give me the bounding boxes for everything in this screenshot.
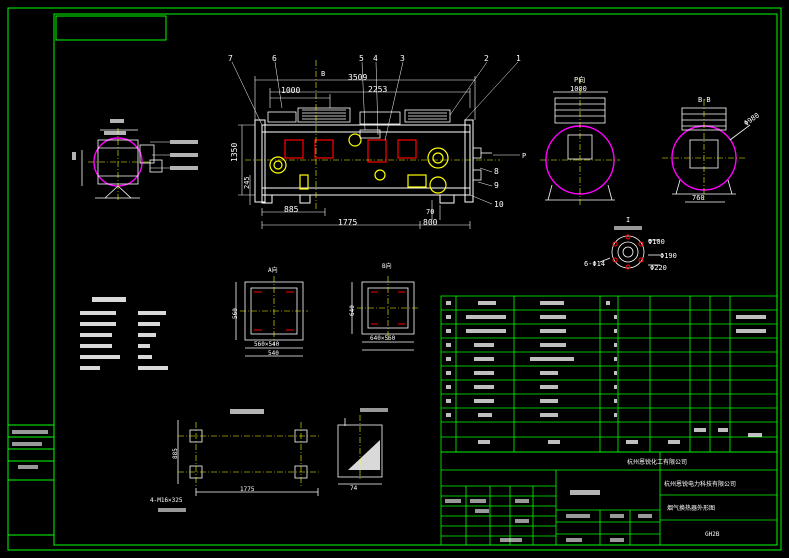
front-view-top-label: B	[321, 70, 325, 78]
callout-4: 4	[373, 54, 378, 63]
left-side-view	[72, 119, 198, 200]
dim-left-length: 1000	[281, 86, 300, 95]
bottom-view: 74	[337, 408, 388, 492]
dim-overall-length: 3509	[348, 73, 367, 82]
flange-d2: Φ190	[660, 252, 677, 260]
parts-list-cells	[446, 301, 766, 444]
left-strip-labels	[12, 430, 48, 469]
layout-plan-side-dim: 885	[172, 448, 179, 459]
section-a-dim-2: 560	[232, 308, 239, 319]
dim-mid-length: 2253	[368, 85, 387, 94]
front-view: 3509 2253 1000 245 885 1775 800 70 B P 1…	[228, 54, 526, 229]
callout-1: 1	[516, 54, 521, 63]
b-view-diameter: Φ980	[743, 111, 761, 127]
layout-plan: 1775 885 4-M16×325	[150, 409, 320, 512]
callout-6: 6	[272, 54, 277, 63]
section-views: A向 B向 540 560 560×540 640 640×560	[232, 262, 420, 357]
callout-7: 7	[228, 54, 233, 63]
parts-list	[440, 295, 778, 453]
b-view-base: 760	[692, 194, 705, 202]
p-view-title: P向	[574, 75, 585, 84]
callout-8: 8	[494, 167, 499, 176]
side-view-b: B-B Φ980 760	[662, 96, 761, 203]
dim-leg-span-left: 885	[284, 205, 299, 214]
p-view-width: 1000	[570, 85, 587, 93]
product-name: 烟气换热器外形图	[667, 504, 715, 512]
layout-plan-bolts: 4-M16×325	[150, 497, 183, 504]
dim-right-small: 70	[426, 208, 434, 216]
section-a-dim-3: 560×540	[254, 341, 280, 348]
dim-base-length: 1775	[338, 218, 357, 227]
section-b-dim-1: 640	[349, 305, 356, 316]
dim-height: 1350	[230, 143, 239, 162]
title-block-text: 杭州恩锐化工有限公司 杭州恩锐电力科技有限公司 烟气换热器外形图 GH2B	[445, 458, 736, 542]
dim-right-span: 800	[423, 218, 438, 227]
callout-9: 9	[494, 181, 499, 190]
b-view-title: B-B	[698, 96, 711, 104]
flange-bolts: 6-Φ14	[584, 260, 605, 268]
title-block	[440, 451, 778, 546]
flange-detail: I Φ100 Φ190 Φ220 6-Φ14	[584, 216, 677, 272]
flange-d1: Φ100	[648, 238, 665, 246]
section-a-dim-1: 540	[268, 350, 279, 357]
drawing-frame	[7, 7, 782, 551]
section-b-title: B向	[382, 262, 392, 270]
section-a-title: A向	[268, 266, 278, 274]
section-b-dim-2: 640×560	[370, 335, 396, 342]
callout-5: 5	[359, 54, 364, 63]
drawing-number: GH2B	[705, 531, 720, 538]
callout-3: 3	[400, 54, 405, 63]
tech-specs	[80, 297, 168, 370]
arrow-p-label: P	[522, 152, 526, 160]
callout-2: 2	[484, 54, 489, 63]
company-sub-name: 杭州恩锐化工有限公司	[627, 458, 687, 466]
flange-d3: Φ220	[650, 264, 667, 272]
company-main-name: 杭州恩锐电力科技有限公司	[664, 480, 736, 488]
flange-label: I	[626, 216, 630, 224]
layout-plan-dim: 1775	[240, 486, 255, 493]
callout-10: 10	[494, 200, 504, 209]
side-view-p: P向 1000	[540, 75, 620, 205]
bottom-view-dim: 74	[350, 485, 358, 492]
dim-foot: 245	[243, 176, 251, 189]
